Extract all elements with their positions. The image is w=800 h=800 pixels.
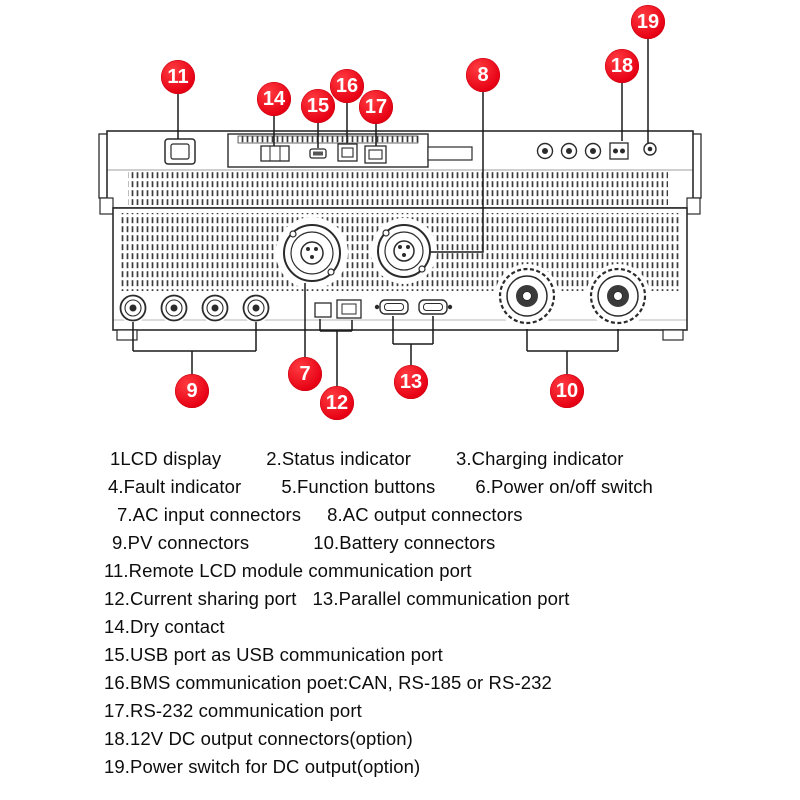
dry-contact-port [260, 145, 290, 162]
callout-label: 11 [167, 66, 189, 88]
callout-label: 9 [186, 380, 198, 402]
callout-10: 10 [550, 374, 584, 408]
legend-line: 16.BMS communication poet:CAN, RS-185 or… [0, 669, 800, 697]
callout-9: 9 [175, 374, 209, 408]
callout-label: 12 [325, 392, 349, 414]
legend-item-5: 5.Function buttons [281, 476, 436, 497]
legend-item-15: 15.USB port as USB communication port [104, 644, 443, 665]
device-rear-panel-drawing [98, 39, 702, 386]
legend-item-19: 19.Power switch for DC output(option) [104, 756, 421, 777]
legend-line: 7.AC input connectors 8.AC output connec… [0, 501, 800, 529]
callout-label: 8 [477, 64, 489, 86]
bms-port [337, 143, 358, 162]
legend-item-9: 9.PV connectors [112, 532, 250, 553]
legend-item-7: 7.AC input connectors [117, 504, 302, 525]
callout-16: 16 [330, 69, 364, 103]
legend-line: 19.Power switch for DC output(option) [0, 753, 800, 781]
callout-8: 8 [466, 58, 500, 92]
callout-label: 15 [306, 95, 330, 117]
legend-item-18: 18.12V DC output connectors(option) [104, 728, 413, 749]
ac-input-connector [276, 217, 348, 289]
pv-connectors [118, 293, 271, 323]
callout-label: 18 [610, 55, 634, 77]
legend-line: 11.Remote LCD module communication port [0, 557, 800, 585]
pv-connector [200, 293, 230, 323]
callout-19: 19 [631, 5, 665, 39]
legend-item-8: 8.AC output connectors [327, 504, 523, 525]
callout-label: 16 [335, 75, 359, 97]
pv-connector [159, 293, 189, 323]
legend-item-10: 10.Battery connectors [313, 532, 496, 553]
callout-13: 13 [394, 365, 428, 399]
callout-7: 7 [288, 357, 322, 391]
callout-14: 14 [257, 82, 291, 116]
legend-item-13: 13.Parallel communication port [312, 588, 570, 609]
legend-item-17: 17.RS-232 communication port [104, 700, 362, 721]
remote-lcd-port [164, 138, 196, 165]
callout-label: 10 [555, 380, 579, 402]
legend-line: 9.PV connectors 10.Battery connectors [0, 529, 800, 557]
legend-line: 1LCD display 2.Status indicator 3.Chargi… [0, 445, 800, 473]
dc-output-connector [609, 142, 629, 160]
legend: 1LCD display 2.Status indicator 3.Chargi… [0, 445, 800, 781]
legend-item-16: 16.BMS communication poet:CAN, RS-185 or… [104, 672, 552, 693]
legend-line: 14.Dry contact [0, 613, 800, 641]
db9-port [374, 299, 409, 315]
ac-output-connector [371, 218, 437, 284]
callout-label: 19 [636, 11, 660, 33]
dc-output-area [536, 142, 657, 160]
pv-connector [241, 293, 271, 323]
legend-line: 17.RS-232 communication port [0, 697, 800, 725]
battery-connector [495, 264, 559, 328]
legend-item-12: 12.Current sharing port [104, 588, 297, 609]
db9-port [418, 299, 453, 315]
battery-connector [586, 264, 650, 328]
rs232-port [364, 145, 387, 164]
parallel-communication-ports [372, 295, 458, 319]
pv-connector [118, 293, 148, 323]
legend-item-2: 2.Status indicator [266, 448, 411, 469]
legend-item-1: 1LCD display [110, 448, 222, 469]
callout-12: 12 [320, 386, 354, 420]
legend-item-14: 14.Dry contact [104, 616, 225, 637]
legend-item-11: 11.Remote LCD module communication port [104, 560, 472, 581]
callout-18: 18 [605, 49, 639, 83]
callout-label: 17 [364, 96, 388, 118]
battery-connectors [495, 264, 650, 328]
callout-label: 13 [399, 371, 423, 393]
legend-line: 15.USB port as USB communication port [0, 641, 800, 669]
callout-17: 17 [359, 90, 393, 124]
usb-port [309, 148, 327, 159]
callout-leader-lines [132, 39, 649, 386]
legend-item-6: 6.Power on/off switch [475, 476, 653, 497]
callout-11: 11 [161, 60, 195, 94]
legend-line: 18.12V DC output connectors(option) [0, 725, 800, 753]
callout-label: 14 [262, 88, 286, 110]
dc-output-switch [643, 142, 657, 156]
current-sharing-port [314, 299, 362, 319]
callout-15: 15 [301, 89, 335, 123]
legend-line: 12.Current sharing port 13.Parallel comm… [0, 585, 800, 613]
legend-item-3: 3.Charging indicator [455, 448, 624, 469]
legend-item-4: 4.Fault indicator [108, 476, 242, 497]
legend-line: 4.Fault indicator 5.Function buttons 6.P… [0, 473, 800, 501]
callout-label: 7 [299, 363, 311, 385]
communication-panel [227, 133, 473, 168]
